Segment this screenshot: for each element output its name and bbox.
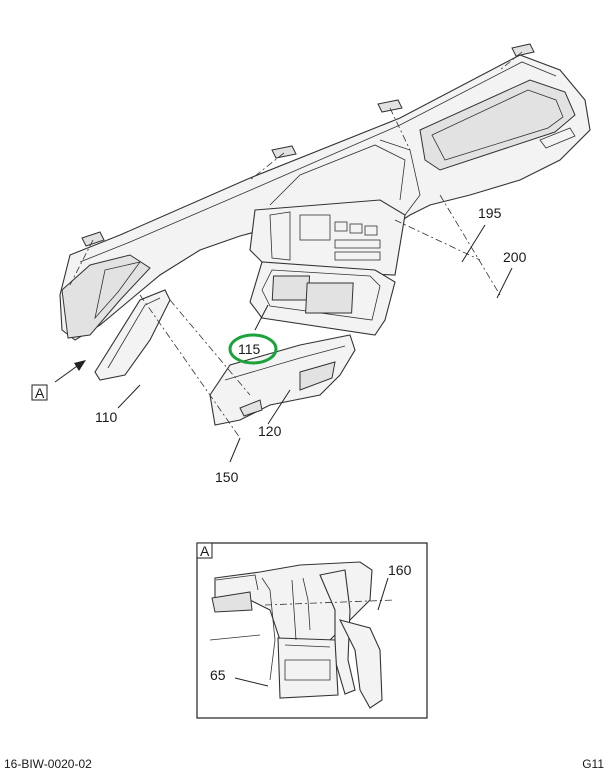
leader-lines <box>117 224 513 463</box>
part-115-bezel <box>249 261 396 336</box>
inset-view-a: A 160 65 <box>196 542 428 719</box>
callout-120: 120 <box>258 423 282 439</box>
callout-195: 195 <box>478 205 502 221</box>
callout-200: 200 <box>503 249 527 265</box>
view-a-label: A <box>35 385 45 401</box>
callout-160: 160 <box>388 562 412 578</box>
view-a-arrow <box>54 360 86 383</box>
alignment-lines <box>69 51 523 439</box>
callout-65: 65 <box>210 667 226 683</box>
part-110-panel <box>94 289 171 381</box>
callout-110: 110 <box>95 409 118 425</box>
callout-150: 150 <box>215 469 239 485</box>
view-a-box <box>31 384 48 401</box>
instrument-panel-assembly <box>59 43 591 341</box>
highlight-ring <box>228 333 278 365</box>
inset-label: A <box>200 543 210 559</box>
drawing-id: 16-BIW-0020-02 <box>4 757 92 771</box>
part-120-console-trim <box>209 334 356 426</box>
callout-115: 115 <box>238 341 261 357</box>
page-code: G11 <box>582 757 604 771</box>
